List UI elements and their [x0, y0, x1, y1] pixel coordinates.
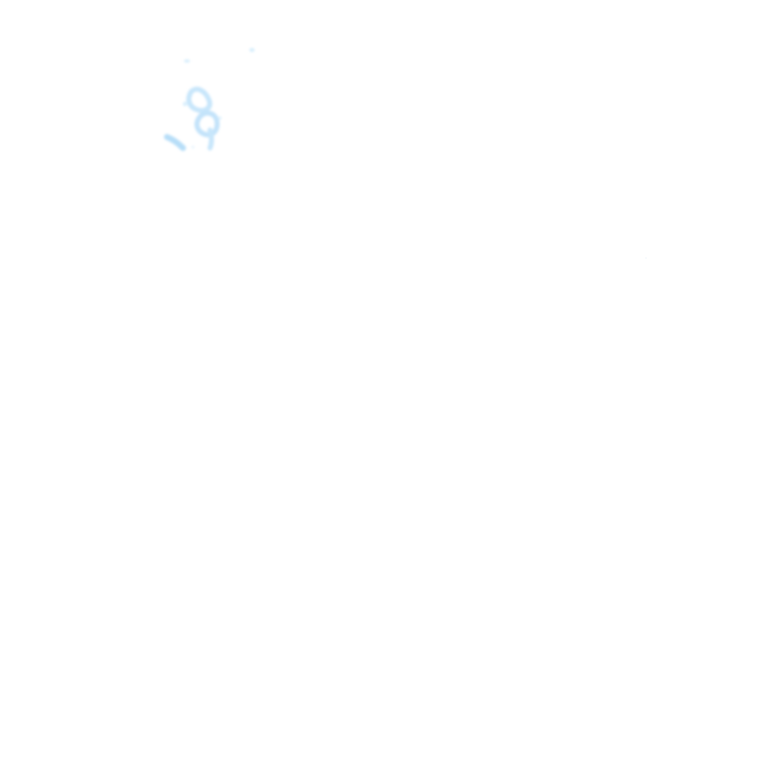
speck [182, 101, 188, 107]
speck [218, 116, 222, 120]
smudge-loop-upper [186, 86, 213, 113]
smudge-loop-lower [194, 110, 220, 138]
blue-smudge-group [164, 48, 255, 151]
smudge-tail [207, 127, 214, 151]
speck [191, 145, 195, 149]
smudge-stroke-left [164, 134, 186, 151]
speck [249, 48, 255, 52]
speck [184, 59, 190, 63]
speck [645, 257, 647, 259]
